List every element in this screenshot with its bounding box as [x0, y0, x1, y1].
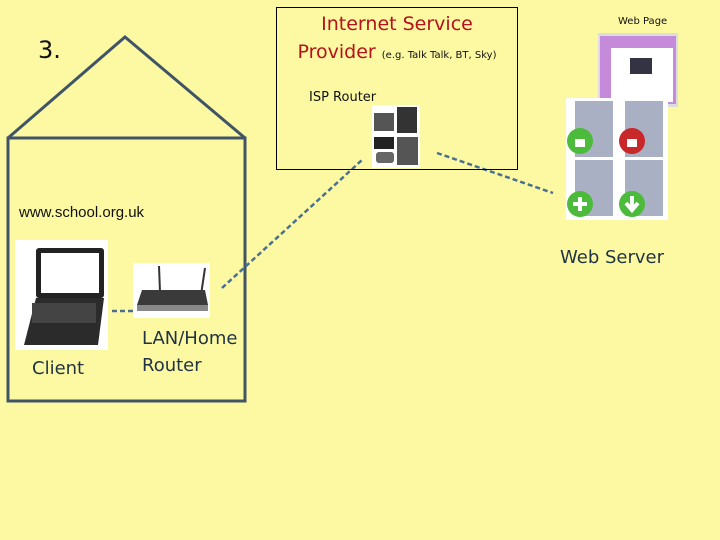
client-label: Client: [32, 358, 85, 379]
house-outline: [6, 35, 247, 403]
lan-router-label-line2: Router: [142, 355, 202, 376]
link-lan-isp: [221, 159, 363, 289]
isp-title-line2: Provider: [297, 41, 376, 63]
isp-box: [276, 7, 518, 170]
isp-examples: (e.g. Talk Talk, BT, Sky): [381, 50, 497, 61]
web-server-icon: [566, 98, 668, 220]
link-isp-server: [436, 151, 554, 195]
web-server-label: Web Server: [560, 247, 664, 268]
web-page-label: Web Page: [618, 16, 668, 27]
lan-router-label-line1: LAN/Home: [142, 328, 238, 349]
isp-router-label: ISP Router: [309, 90, 377, 105]
isp-router-icon: [372, 105, 420, 168]
school-url: www.school.org.uk: [19, 204, 145, 221]
slide-number: 3.: [38, 36, 61, 64]
isp-title-line1: Internet Service: [321, 13, 473, 35]
router-icon: [133, 263, 210, 318]
web-page-thumbnail: [598, 33, 678, 107]
isp-title: Internet Service Provider (e.g. Talk Tal…: [276, 10, 518, 70]
laptop-icon: [15, 240, 108, 350]
lan-router-label: LAN/Home Router: [142, 325, 237, 379]
